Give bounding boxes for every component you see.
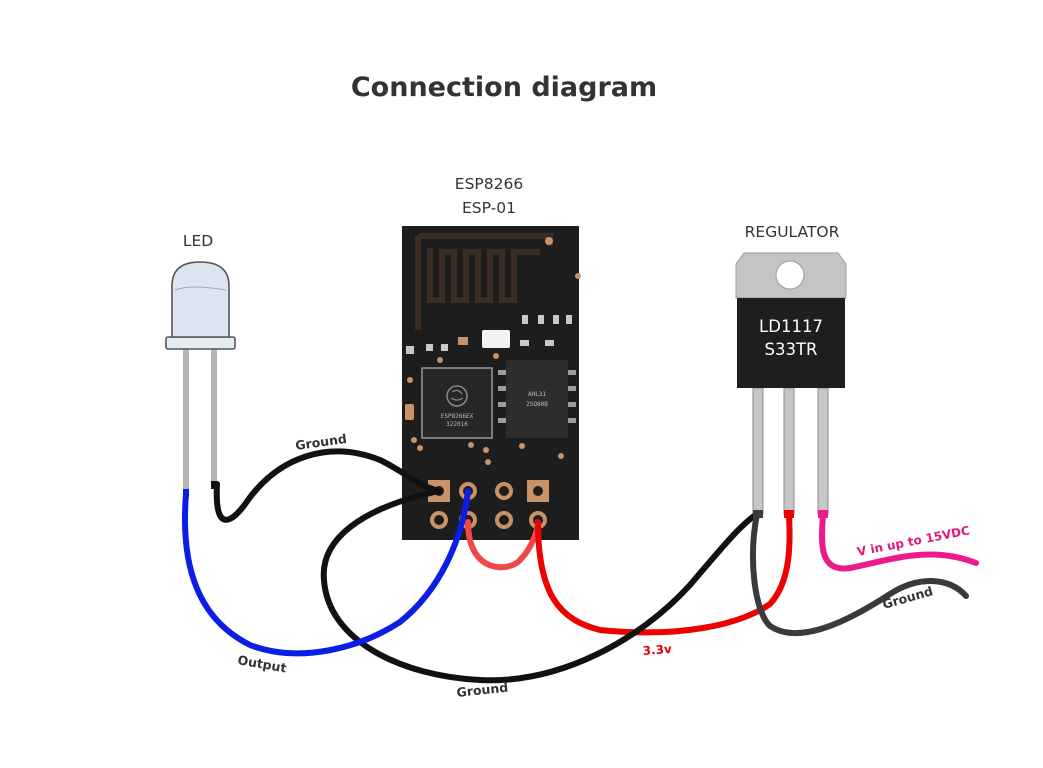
regulator-mount-hole xyxy=(775,260,805,290)
diagram-title: Connection diagram xyxy=(351,72,657,103)
svg-text:25Q80B: 25Q80B xyxy=(526,401,548,408)
regulator: REGULATOR LD1117 S33TR xyxy=(735,223,847,515)
label-ground-led: Ground xyxy=(294,431,347,453)
wire-ground-led xyxy=(213,448,442,523)
esp8266ex-chip xyxy=(421,367,493,439)
wire-3v3 xyxy=(535,511,793,636)
svg-text:322016: 322016 xyxy=(446,421,468,428)
regulator-label: REGULATOR xyxy=(745,223,840,241)
svg-text:ESP8266EX: ESP8266EX xyxy=(441,413,474,420)
wire-vin xyxy=(818,513,979,572)
led-rim xyxy=(165,336,236,350)
regulator-part-line1: LD1117 xyxy=(759,317,823,336)
label-ground-main: Ground xyxy=(456,680,509,700)
led: LED xyxy=(165,232,236,495)
led-dome xyxy=(171,261,230,338)
regulator-body xyxy=(737,298,845,388)
wire-ground-in xyxy=(750,511,969,637)
esp-label-line1: ESP8266 xyxy=(455,175,523,193)
esp-label-line2: ESP-01 xyxy=(462,199,516,217)
regulator-part-line2: S33TR xyxy=(764,340,817,359)
led-label: LED xyxy=(183,232,213,250)
crystal-component xyxy=(482,330,510,348)
wire-output xyxy=(182,488,471,657)
regulator-leg-output xyxy=(783,387,795,515)
regulator-leg-ground xyxy=(752,387,764,515)
led-lead-cathode xyxy=(183,347,189,495)
svg-text:AHL31: AHL31 xyxy=(528,391,546,398)
label-output: Output xyxy=(236,652,287,675)
wire-ground-main xyxy=(320,488,760,684)
flash-memory-chip xyxy=(506,360,568,438)
led-lead-anode xyxy=(211,347,217,487)
label-3v3: 3.3v xyxy=(642,642,672,658)
regulator-leg-input xyxy=(817,387,829,515)
